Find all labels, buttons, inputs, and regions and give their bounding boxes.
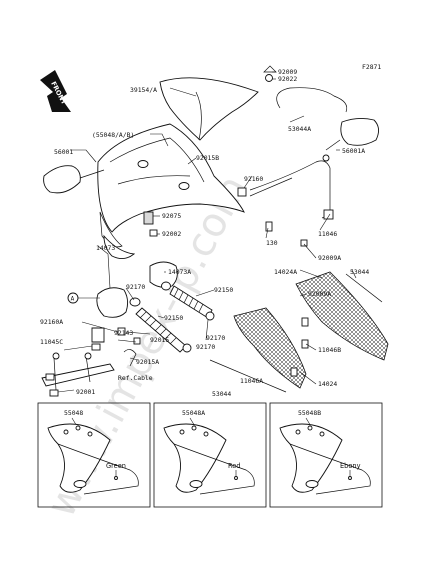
leader-lines xyxy=(57,71,357,393)
callout-92150-a: 92150 xyxy=(214,286,233,294)
callout-56001a: 56001A xyxy=(342,147,365,155)
callout-ref-cable: Ref.Cable xyxy=(118,374,153,382)
callout-92002: 92002 xyxy=(162,230,181,238)
windshield xyxy=(159,77,259,141)
variant-box-3: 55048B Ebony xyxy=(269,402,383,508)
callout-11046b: 11046B xyxy=(318,346,341,354)
callout-11046: 11046 xyxy=(318,230,337,238)
rod-53044-right xyxy=(345,273,383,303)
hose-92150-lower xyxy=(135,307,187,353)
callout-92170-a: 92170 xyxy=(126,283,145,291)
variant-box-2: 55048A Red xyxy=(153,402,267,508)
callout-92143: 92143 xyxy=(114,329,133,337)
diagram-code: F2871 xyxy=(362,63,381,71)
mirror-right xyxy=(325,117,379,151)
cowl-stay xyxy=(249,160,331,219)
variant-color-1: Green xyxy=(106,462,126,470)
callout-92001: 92001 xyxy=(76,388,95,396)
callout-92160a: 92160A xyxy=(40,318,63,326)
callout-14024: 14024 xyxy=(318,380,337,388)
inner-panel-14024 xyxy=(233,307,307,389)
rod-53044-lower xyxy=(209,359,287,393)
callout-14024a: 14024A xyxy=(274,268,297,276)
variant-color-3: Ebony xyxy=(340,462,361,470)
air-duct-14073a xyxy=(149,261,178,288)
lower-bracket xyxy=(41,327,137,397)
callout-92009-top: 92009 xyxy=(278,68,297,76)
svg-text:A: A xyxy=(71,296,75,303)
callout-53044-b: 53044 xyxy=(212,390,231,398)
variant-part-2: 55048A xyxy=(182,409,205,417)
callout-92009a: 92009A xyxy=(318,254,341,262)
cable-53044a xyxy=(276,87,348,113)
callout-53044: 53044 xyxy=(350,268,369,276)
callout-92015b: 92015B xyxy=(196,154,219,162)
callout-11046a: 11046A xyxy=(240,377,263,385)
callout-92170-b: 92170 xyxy=(206,334,225,342)
callout-14073a: 14073A xyxy=(168,268,191,276)
variant-part-1: 55048 xyxy=(64,409,83,417)
callout-92150-b: 92150 xyxy=(164,314,183,322)
callout-55048ab: (55048/A/B) xyxy=(92,131,134,139)
variant-part-3: 55048B xyxy=(298,409,321,417)
callout-39154: 39154/A xyxy=(130,86,157,94)
callout-11045c: 11045C xyxy=(40,338,63,346)
callout-92075: 92075 xyxy=(162,212,181,220)
ref-marker-a: A xyxy=(67,292,100,304)
callout-53044a: 53044A xyxy=(288,125,311,133)
callout-92160: 92160 xyxy=(244,175,263,183)
mirror-left xyxy=(43,165,105,194)
callout-92170-c: 92170 xyxy=(196,343,215,351)
variant-color-2: Red xyxy=(228,462,241,470)
variant-box-1: 55048 Green xyxy=(37,402,151,508)
callout-92022: 92022 xyxy=(278,75,297,83)
callout-92015a: 92015A xyxy=(136,358,159,366)
front-arrow: FRONT xyxy=(40,70,71,112)
air-duct-14073 xyxy=(96,287,129,318)
inner-panel-14024a xyxy=(295,271,389,361)
callout-56001: 56001 xyxy=(54,148,73,156)
upper-cowl xyxy=(97,123,245,233)
callout-92009a-b: 92009A xyxy=(308,290,331,298)
callout-92015: 92015 xyxy=(150,336,169,344)
callout-130: 130 xyxy=(266,239,278,247)
callout-14073: 14073 xyxy=(96,244,115,252)
callout-labels: 39154/A 92009 92022 (55048/A/B) 53044A 5… xyxy=(40,68,369,398)
